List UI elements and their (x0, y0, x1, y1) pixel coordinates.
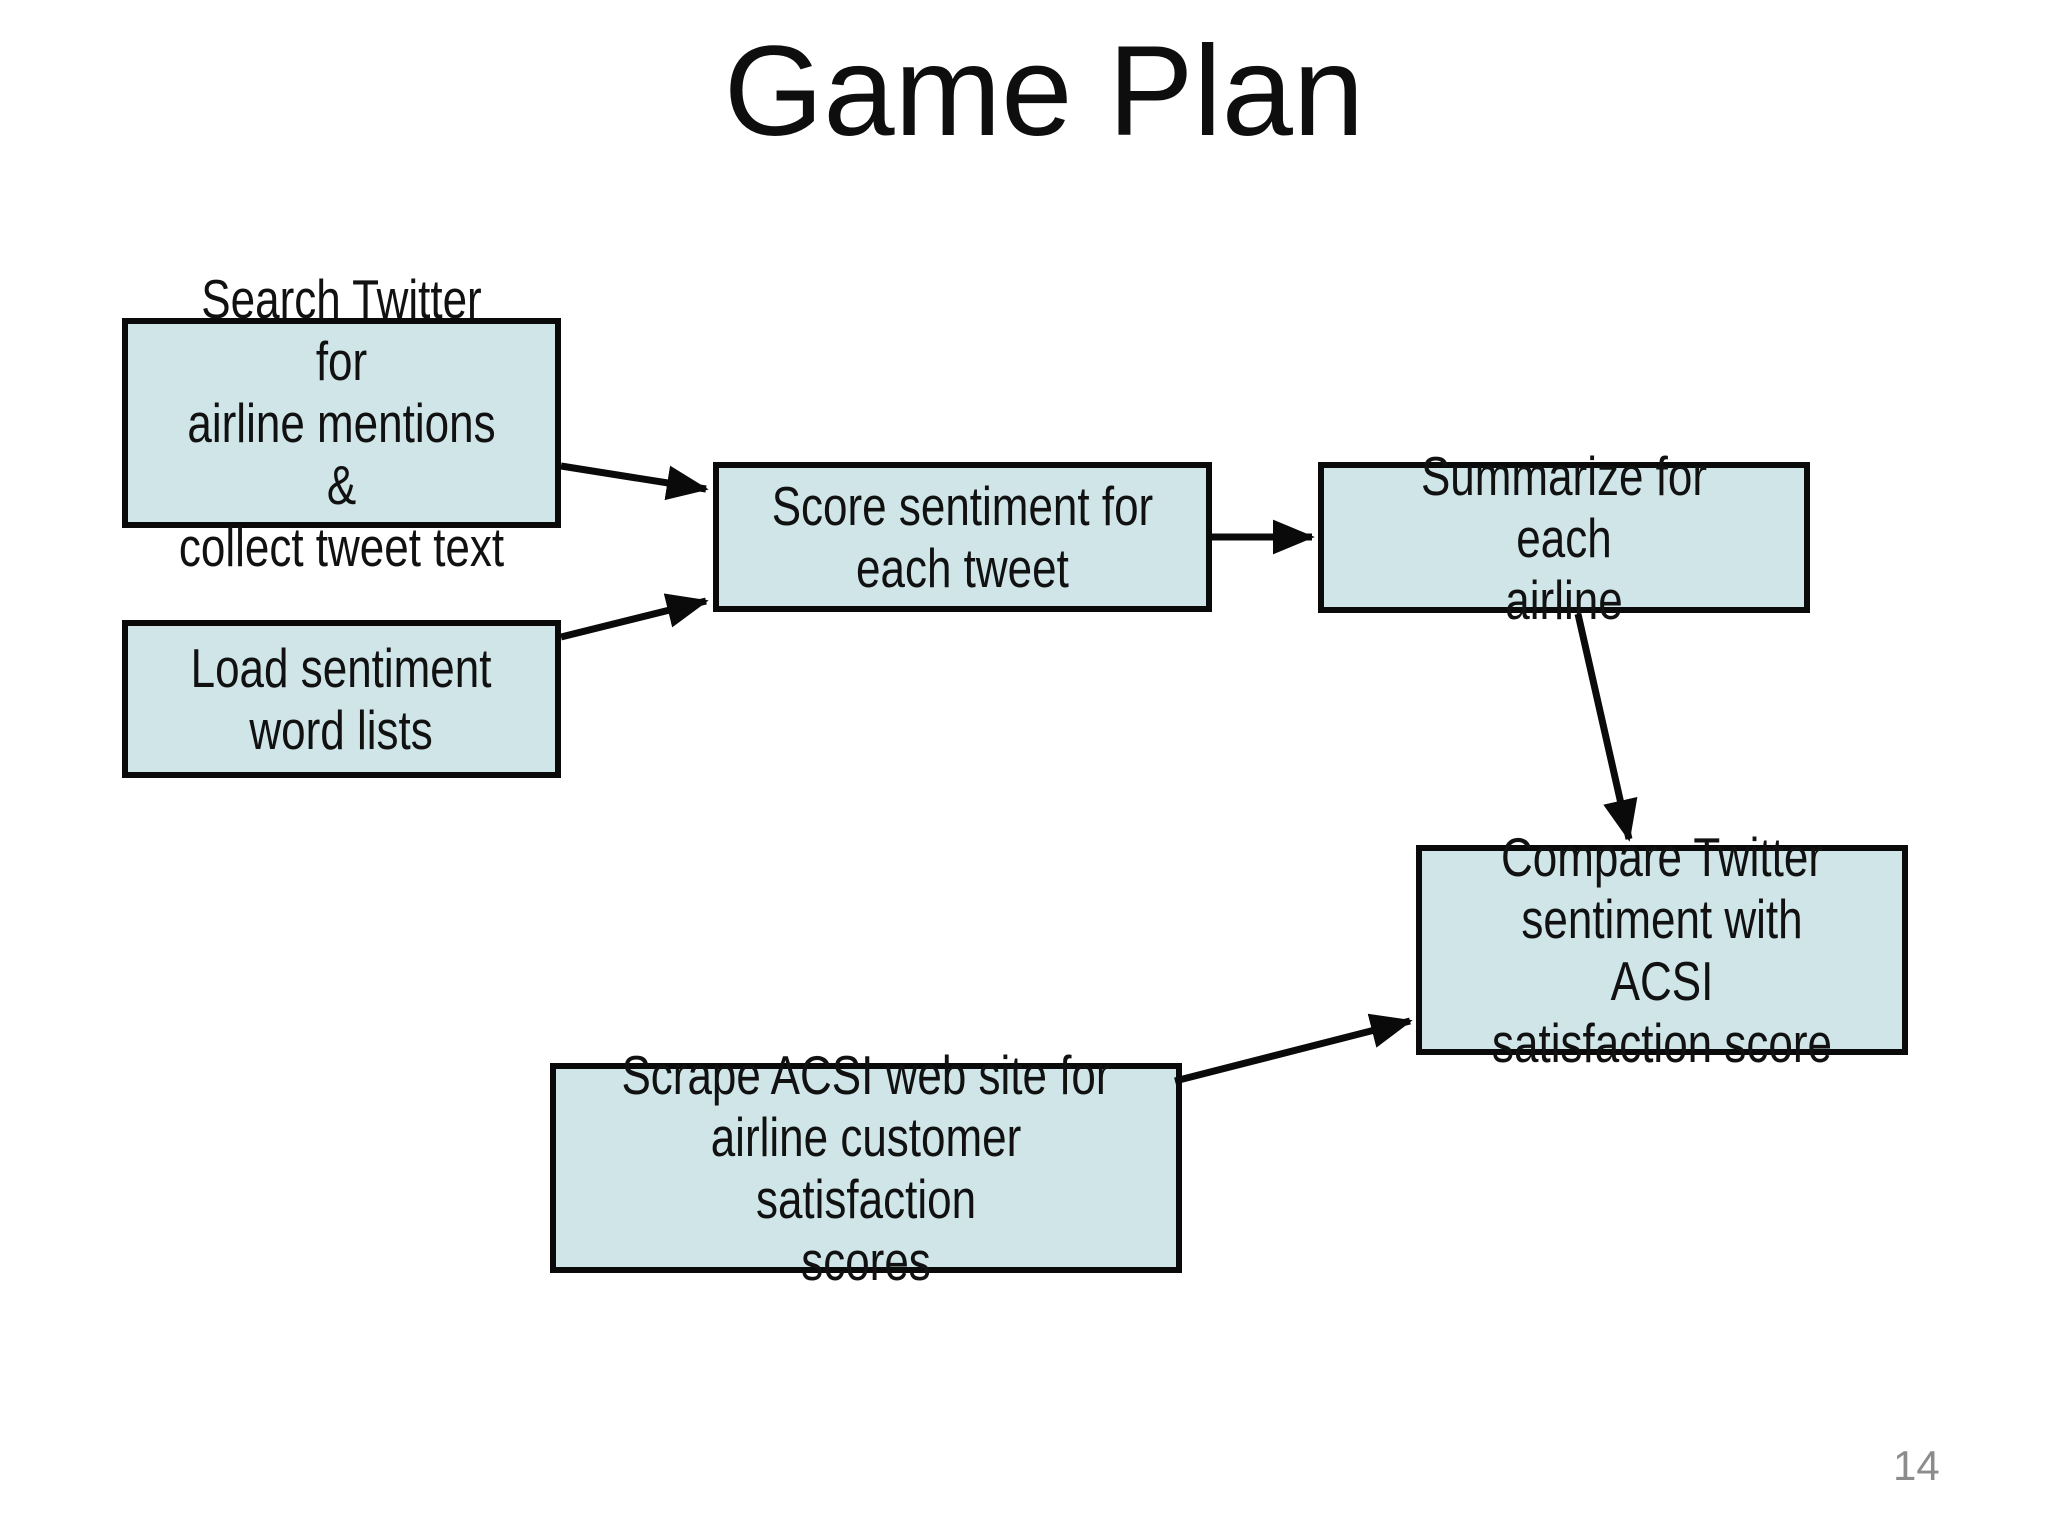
page-number: 14 (1893, 1442, 1940, 1489)
node-score-sentiment: Score sentiment for each tweet (713, 462, 1212, 612)
arrow-scrape-to-compare (1174, 1013, 1413, 1085)
node-label: Scrape ACSI web site for airline custome… (621, 1044, 1111, 1292)
node-label: Search Twitter for airline mentions & co… (178, 268, 505, 578)
arrow-summarize-to-compare (1574, 613, 1638, 842)
slide-title: Game Plan (723, 20, 1365, 163)
node-summarize: Summarize for each airline (1318, 445, 1810, 631)
arrow-search-to-score (560, 462, 709, 501)
node-label: Summarize for each airline (1420, 444, 1708, 631)
node-compare: Compare Twitter sentiment with ACSI sati… (1416, 826, 1908, 1074)
node-label: Score sentiment for each tweet (771, 475, 1154, 599)
node-label: Compare Twitter sentiment with ACSI sati… (1492, 826, 1832, 1074)
arrow-load-to-score (560, 593, 709, 641)
node-search-twitter: Search Twitter for airline mentions & co… (122, 268, 561, 578)
node-scrape-acsi: Scrape ACSI web site for airline custome… (550, 1044, 1182, 1292)
node-load-word-lists: Load sentiment word lists (122, 620, 561, 778)
node-label: Load sentiment word lists (191, 637, 492, 761)
